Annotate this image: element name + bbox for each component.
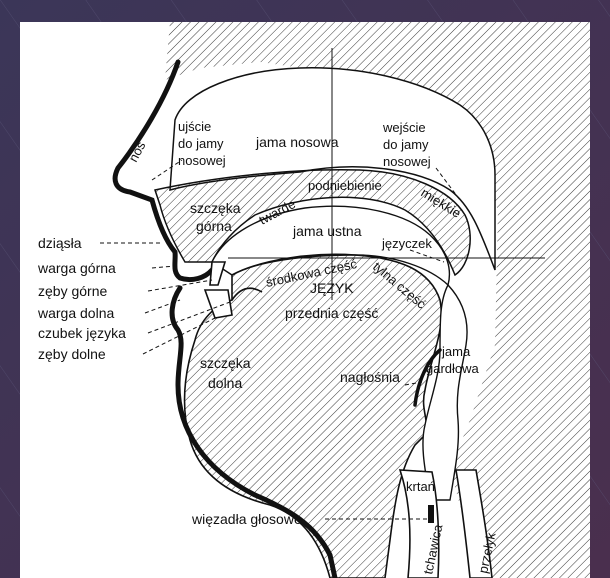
label-naglosnia: nagłośnia: [340, 369, 400, 385]
upper-teeth: [210, 262, 225, 285]
label-wejscie-1: wejście: [382, 120, 426, 135]
label-wejscie-3: nosowej: [383, 154, 431, 169]
label-jezyk: JĘZYK: [310, 280, 354, 296]
label-wiezadla: więzadła głosowe: [191, 511, 302, 527]
label-ujscie-3: nosowej: [178, 153, 226, 168]
label-podniebienie: podniebienie: [308, 178, 382, 193]
label-przednia: przednia część: [285, 305, 378, 321]
label-czubek: czubek języka: [38, 325, 126, 341]
label-zeby-gorne: zęby górne: [38, 283, 107, 299]
label-jama-nosowa: jama nosowa: [255, 134, 339, 150]
label-szczeka-gorna-2: górna: [196, 218, 232, 234]
label-jama-ustna: jama ustna: [292, 223, 362, 239]
label-szczeka-dolna-1: szczęka: [200, 355, 251, 371]
label-szczeka-dolna-2: dolna: [208, 375, 242, 391]
label-krtan: krtań: [406, 479, 435, 494]
label-ujscie-1: ujście: [178, 119, 211, 134]
label-zeby-dolne: zęby dolne: [38, 346, 106, 362]
label-warga-gorna: warga górna: [37, 260, 116, 276]
label-nos: nos: [125, 138, 148, 164]
label-szczeka-gorna-1: szczęka: [190, 200, 241, 216]
label-dziasla: dziąsła: [38, 235, 82, 251]
label-jama-gardlowa-1: jama: [441, 344, 471, 359]
label-warga-dolna: warga dolna: [37, 305, 114, 321]
label-ujscie-2: do jamy: [178, 136, 224, 151]
label-wejscie-2: do jamy: [383, 137, 429, 152]
glottis-mark: [428, 505, 434, 523]
label-jezyczek: języczek: [381, 236, 432, 251]
label-jama-gardlowa-2: gardłowa: [426, 361, 480, 376]
